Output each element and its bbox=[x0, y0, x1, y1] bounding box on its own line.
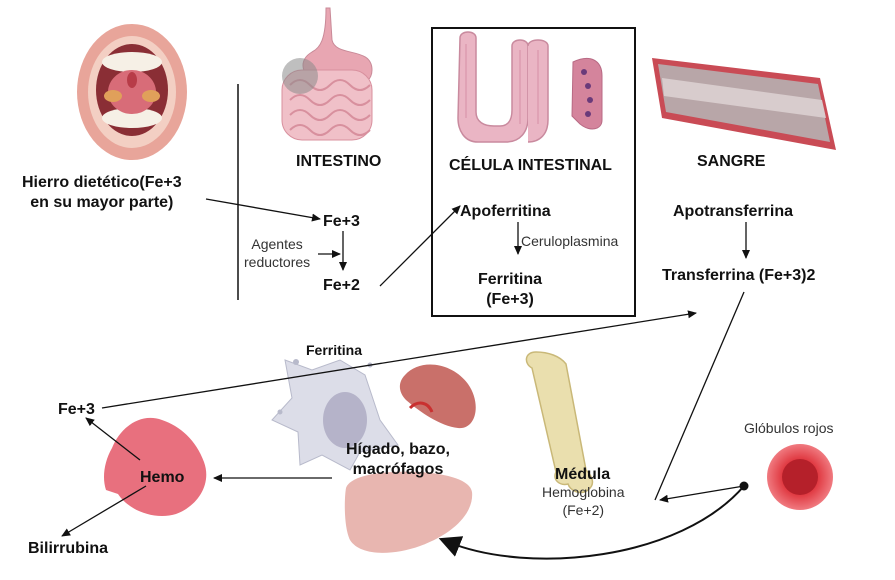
blood-label: SANGRE bbox=[697, 153, 766, 170]
intestinal-cell-frame bbox=[431, 27, 636, 317]
ferritin-macrophage-label: Ferritina bbox=[306, 342, 363, 358]
marrow-label: Médula bbox=[555, 466, 611, 483]
intestine-label: INTESTINO bbox=[296, 153, 382, 170]
arrow-diet-to-fe3 bbox=[205, 198, 321, 222]
apotransferrin-label: Apotransferrina bbox=[673, 203, 794, 220]
reducing-agents-label: Agentes reductores bbox=[244, 236, 311, 270]
bilirubin-label: Bilirrubina bbox=[28, 540, 109, 557]
red-blood-cell-illustration bbox=[767, 444, 833, 510]
spleen-illustration bbox=[399, 364, 476, 429]
arrow-recycled-fe3-to-transferrin bbox=[101, 310, 697, 409]
bone-illustration bbox=[525, 351, 594, 494]
heme-organ-illustration bbox=[104, 417, 207, 516]
arrow-fe2-to-apoferritin bbox=[379, 205, 461, 287]
apoferritin-label: Apoferritina bbox=[460, 203, 551, 220]
liver-illustration bbox=[344, 471, 473, 553]
intestinal-cell-label: CÉLULA INTESTINAL bbox=[449, 157, 612, 174]
arrow-red-cells-to-marrow bbox=[659, 485, 745, 503]
fe2-intestine-label: Fe+2 bbox=[323, 277, 360, 294]
arrow-heme-to-bilirubin bbox=[61, 485, 147, 537]
mouth-illustration bbox=[77, 24, 187, 160]
intestinal-cell-illustration bbox=[457, 31, 603, 143]
macrophage-illustration bbox=[271, 359, 399, 471]
heme-label: Hemo bbox=[140, 469, 185, 486]
intestine-illustration bbox=[281, 7, 373, 141]
dietary-iron-label: Hierro dietético(Fe+3 en su mayor parte) bbox=[22, 174, 182, 211]
fe3-heme-label: Fe+3 bbox=[58, 401, 95, 418]
ferritin-cell-label: Ferritina (Fe+3) bbox=[478, 271, 543, 308]
hemoglobin-label: Hemoglobina (Fe+2) bbox=[542, 484, 625, 518]
arrow-red-cells-to-liver bbox=[438, 485, 745, 560]
liver-spleen-macrophages-label: Hígado, bazo, macrófagos bbox=[346, 441, 450, 478]
line-transferrin-to-marrow bbox=[654, 291, 745, 501]
arrow-heme-to-fe3 bbox=[85, 417, 141, 461]
blood-vessel-illustration bbox=[652, 58, 836, 150]
fe3-intestine-label: Fe+3 bbox=[323, 213, 360, 230]
ceruloplasmin-label: Ceruloplasmina bbox=[521, 233, 619, 249]
transferrin-label: Transferrina (Fe+3)2 bbox=[662, 267, 816, 284]
red-cells-label: Glóbulos rojos bbox=[744, 420, 834, 436]
